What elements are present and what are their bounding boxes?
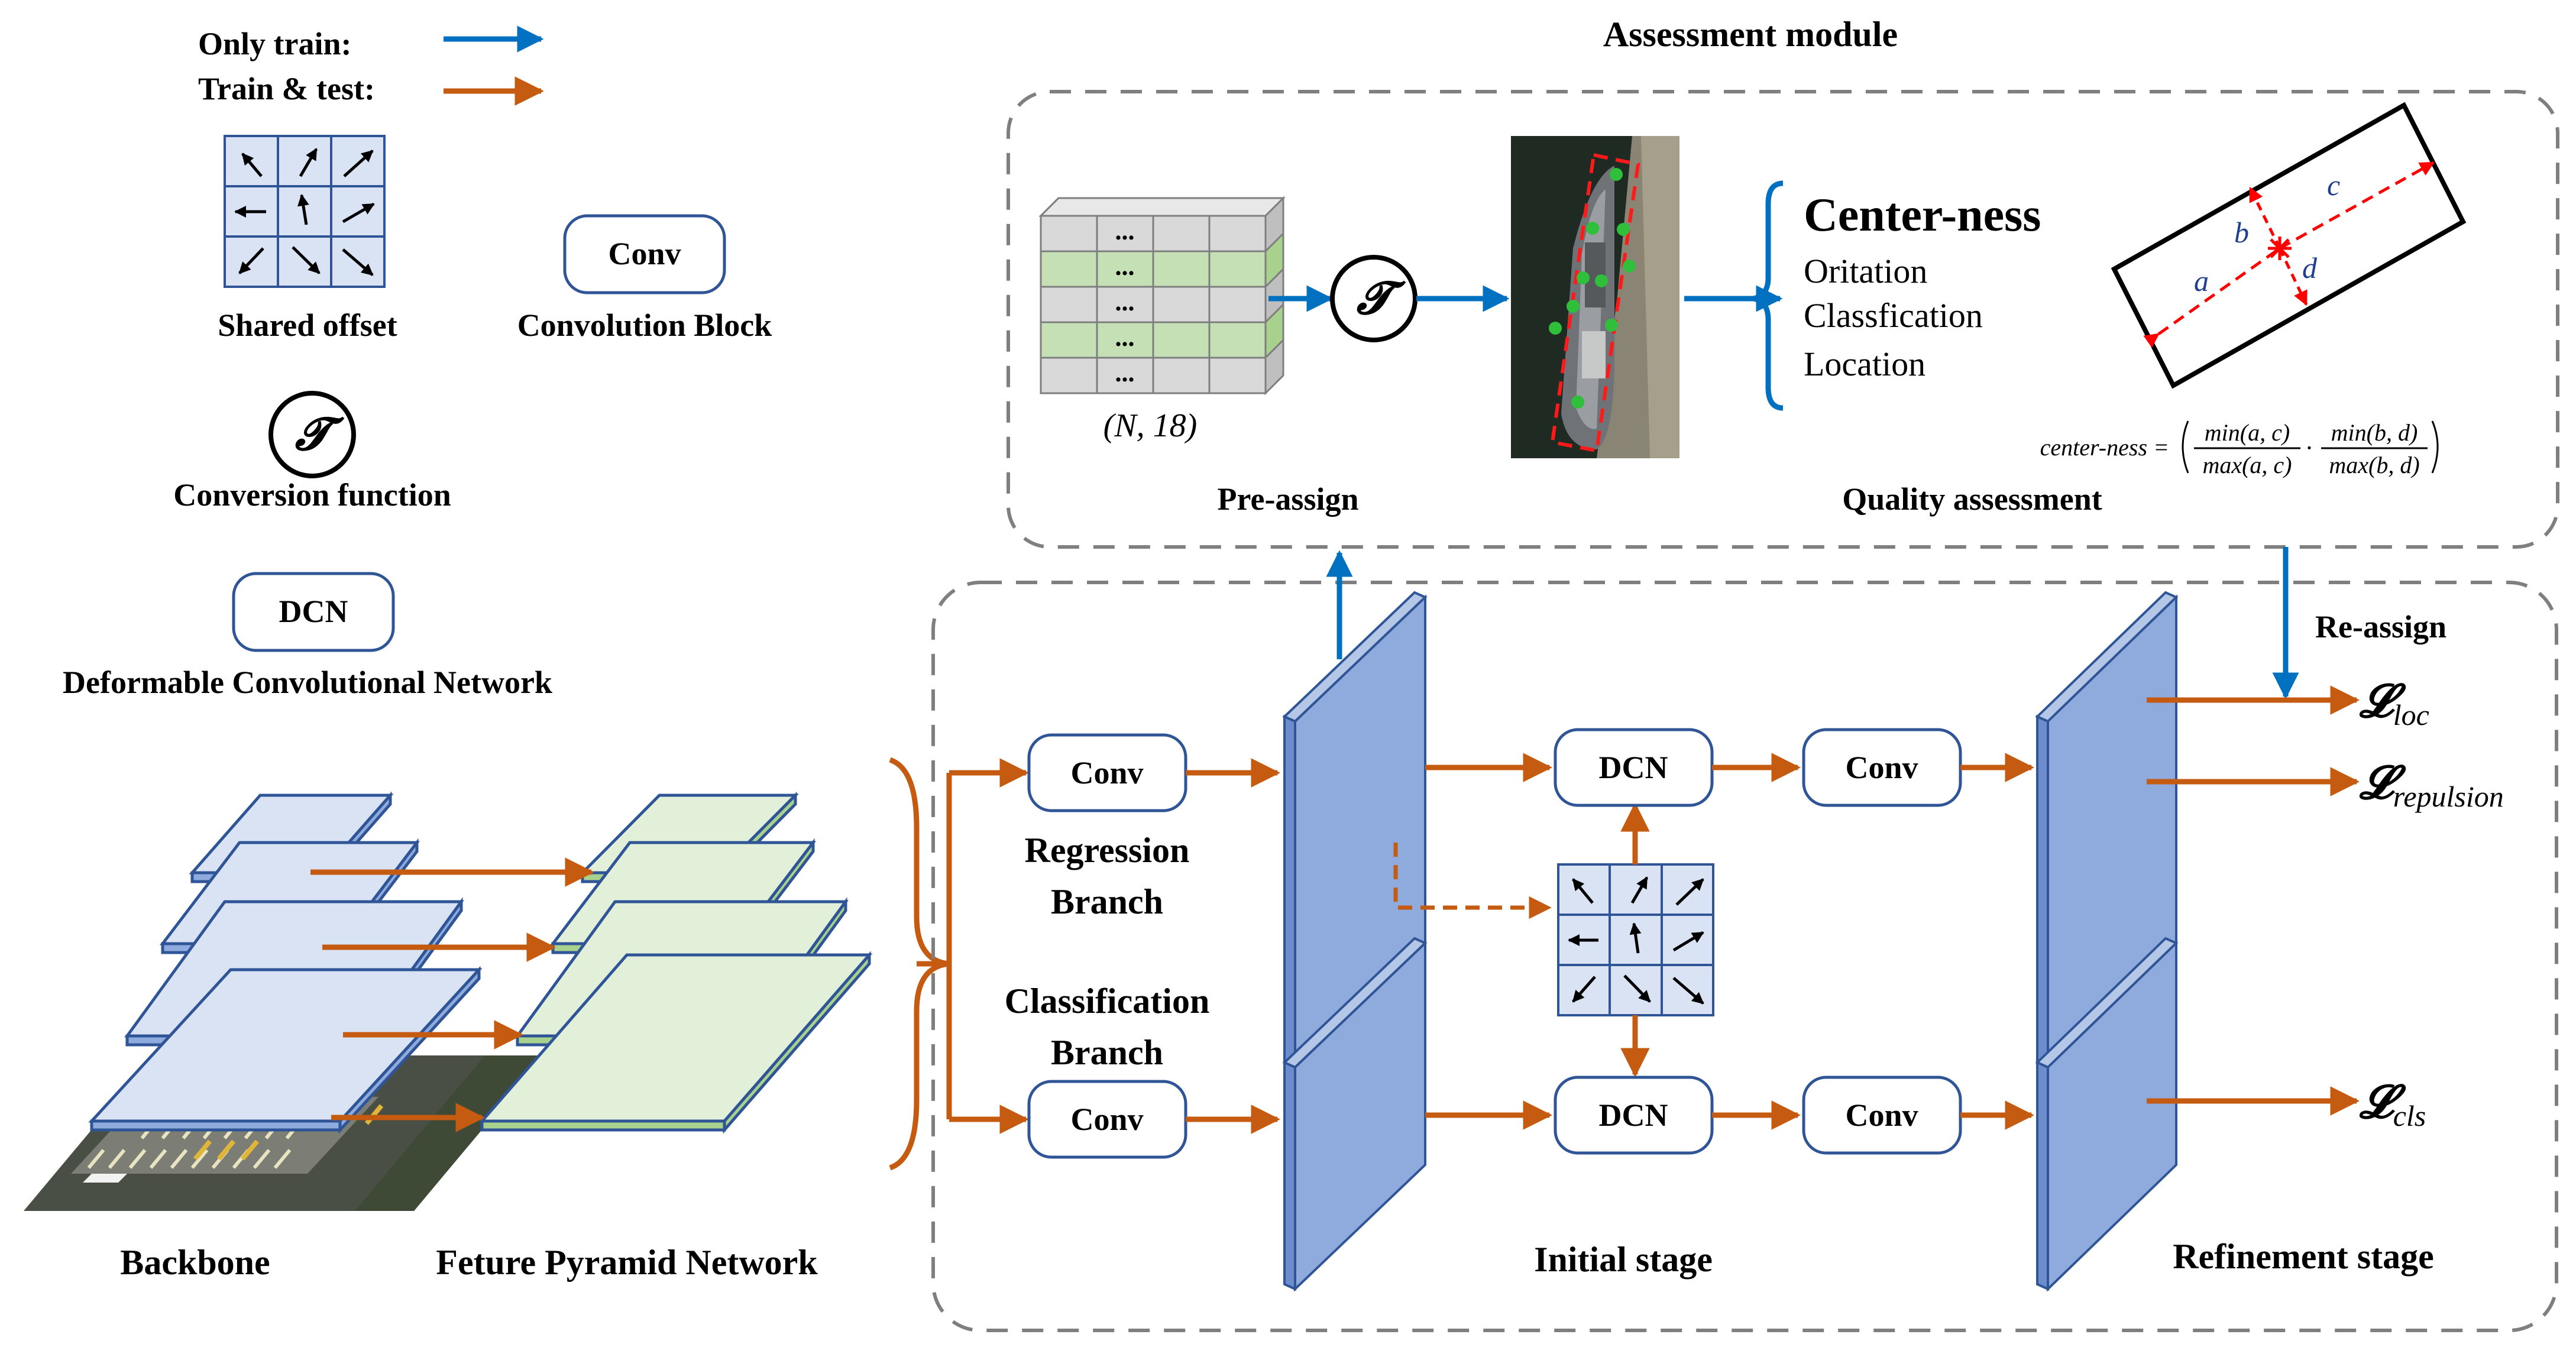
conv-top-label: Conv <box>1845 750 1918 785</box>
legend-train-test-label: Train & test: <box>198 71 375 106</box>
assessment-conversion-function-icon <box>1330 255 1418 342</box>
tensor-dots-4: ... <box>1115 323 1135 352</box>
conv-bottom-label: Conv <box>1845 1097 1918 1133</box>
oritation-label: Oritation <box>1804 252 1927 290</box>
pre-assign-label: Pre-assign <box>1218 481 1359 517</box>
formula-den2: max(b, d) <box>2329 452 2419 478</box>
legend-convolution-block-label: Convolution Block <box>517 307 772 343</box>
classification-branch-label-2: Branch <box>1051 1033 1163 1072</box>
classification-feature-map-refined <box>2035 937 2179 1292</box>
formula-num2: min(b, d) <box>2331 419 2418 446</box>
backbone-and-fpn: Backbone Feture Pyramid Network <box>24 757 950 1282</box>
detector-head: Re-assign Conv Conv Regression Branch Cl… <box>917 547 2558 1332</box>
formula-lhs: center-ness = <box>2040 434 2169 461</box>
legend-conversion-function-label: Conversion function <box>173 477 451 513</box>
offset-tensor-stack: ... ... ... ... ... <box>1038 196 1286 396</box>
loss-repulsion-label: 𝓛repulsion <box>2358 757 2504 813</box>
legend-conversion-function-icon <box>268 391 356 478</box>
detector-head-border <box>931 581 2558 1332</box>
assessment-module: Assessment module <box>1007 15 2559 549</box>
formula-den1: max(a, c) <box>2202 452 2292 478</box>
legend-shared-offset-label: Shared offset <box>218 307 397 343</box>
classification-feature-map-initial <box>1282 937 1428 1292</box>
map-to-offset-dashed-arrow <box>1393 843 1552 919</box>
backbone-layer-1 <box>88 966 483 1134</box>
regression-conv-label: Conv <box>1070 755 1143 791</box>
center-ness-formula: center-ness = min(a, c) max(a, c) · min(… <box>2040 419 2439 478</box>
tensor-dots-1: ... <box>1115 216 1135 245</box>
dcn-top-label: DCN <box>1599 750 1668 785</box>
assessment-module-border <box>1007 90 2559 549</box>
shared-offset-grid <box>1557 863 1714 1016</box>
legend-shared-offset-icon <box>224 135 386 288</box>
dim-d-label: d <box>2302 251 2318 284</box>
classification-conv-label: Conv <box>1070 1102 1143 1137</box>
legend-only-train-label: Only train: <box>198 26 352 61</box>
dim-c-label: c <box>2327 169 2340 202</box>
refinement-stage-label: Refinement stage <box>2173 1237 2434 1276</box>
regression-branch-label-2: Branch <box>1051 882 1163 921</box>
classfication-label: Classfication <box>1804 296 1983 335</box>
tensor-dots-3: ... <box>1115 287 1135 316</box>
re-assign-label: Re-assign <box>2315 609 2446 645</box>
center-ness-geometry: a b c d <box>2111 102 2467 389</box>
quality-brace <box>1752 180 1784 411</box>
center-ness-label: Center-ness <box>1804 189 2041 241</box>
loss-cls-label: 𝓛cls <box>2358 1076 2426 1132</box>
fpn-layer-1 <box>478 951 873 1134</box>
legend-deformable-network-label: Deformable Convolutional Network <box>63 665 552 700</box>
tensor-dots-2: ... <box>1115 252 1135 281</box>
formula-num1: min(a, c) <box>2205 419 2290 446</box>
dcn-bottom-label: DCN <box>1599 1097 1668 1133</box>
location-label: Location <box>1804 345 1925 383</box>
legend-conv-box-label: Conv <box>608 236 681 271</box>
backbone-label: Backbone <box>120 1243 270 1282</box>
ship-sample-image <box>1511 136 1679 458</box>
regression-feature-map-refined <box>2035 591 2179 1070</box>
tensor-dots-5: ... <box>1115 358 1135 387</box>
assessment-module-title: Assessment module <box>1603 15 1898 54</box>
tensor-shape-label: (N, 18) <box>1103 407 1198 444</box>
legend-conv-box <box>563 214 726 294</box>
legend-dcn-box <box>232 572 395 652</box>
loss-loc-label: 𝓛loc <box>2358 675 2429 731</box>
initial-stage-label: Initial stage <box>1534 1240 1713 1279</box>
classification-branch-label-1: Classification <box>1005 982 1210 1021</box>
dim-b-label: b <box>2234 216 2249 249</box>
legend: Only train: Train & test: Shared offset <box>63 25 772 700</box>
fpn-label: Feture Pyramid Network <box>436 1243 818 1282</box>
regression-feature-map-initial <box>1282 591 1428 1070</box>
legend-dcn-box-label: DCN <box>279 594 348 629</box>
formula-dot: · <box>2305 433 2314 462</box>
regression-branch-label-1: Regression <box>1025 831 1190 870</box>
quality-assessment-label: Quality assessment <box>1842 481 2102 517</box>
dim-a-label: a <box>2194 264 2209 297</box>
